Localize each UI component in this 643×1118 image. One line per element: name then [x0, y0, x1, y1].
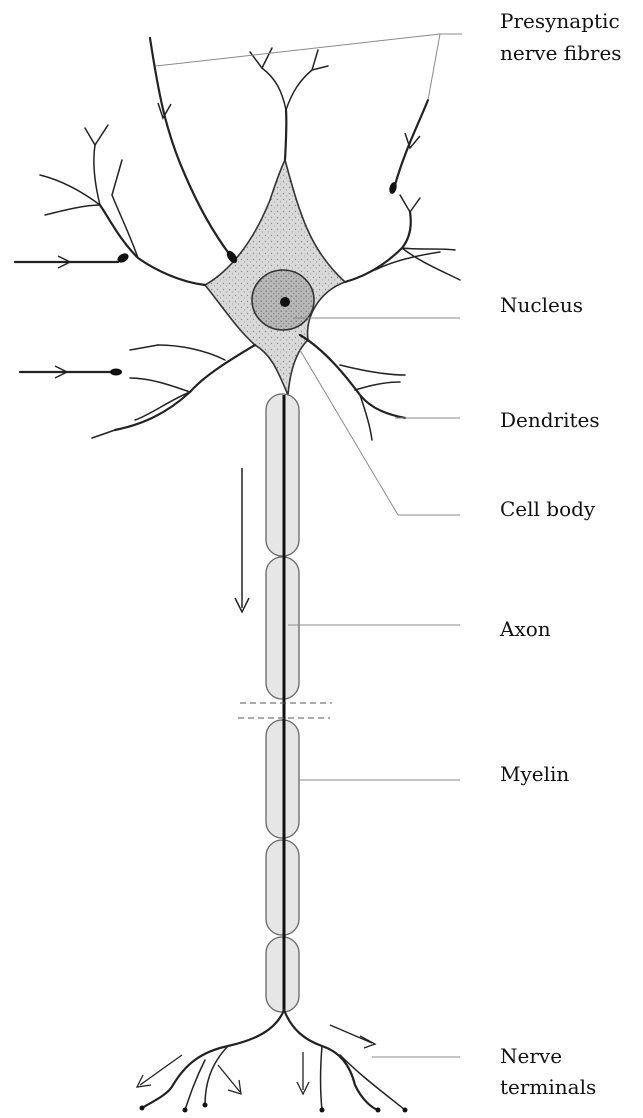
- signal-direction-arrow: [235, 468, 249, 612]
- nucleolus: [280, 297, 290, 307]
- label-presynaptic-line2: nerve fibres: [500, 41, 622, 65]
- axon: [238, 394, 332, 1012]
- label-myelin: Myelin: [500, 762, 569, 786]
- label-nucleus: Nucleus: [500, 293, 583, 317]
- label-cell-body: Cell body: [500, 497, 596, 521]
- label-terminals-line1: Nerve: [500, 1044, 562, 1068]
- label-presynaptic-line1: Presynaptic: [500, 9, 620, 33]
- label-terminals-line2: terminals: [500, 1075, 596, 1099]
- label-dendrites: Dendrites: [500, 408, 600, 432]
- label-axon: Axon: [499, 617, 551, 641]
- nerve-terminals: [137, 1010, 408, 1113]
- leader-lines: [156, 34, 462, 1057]
